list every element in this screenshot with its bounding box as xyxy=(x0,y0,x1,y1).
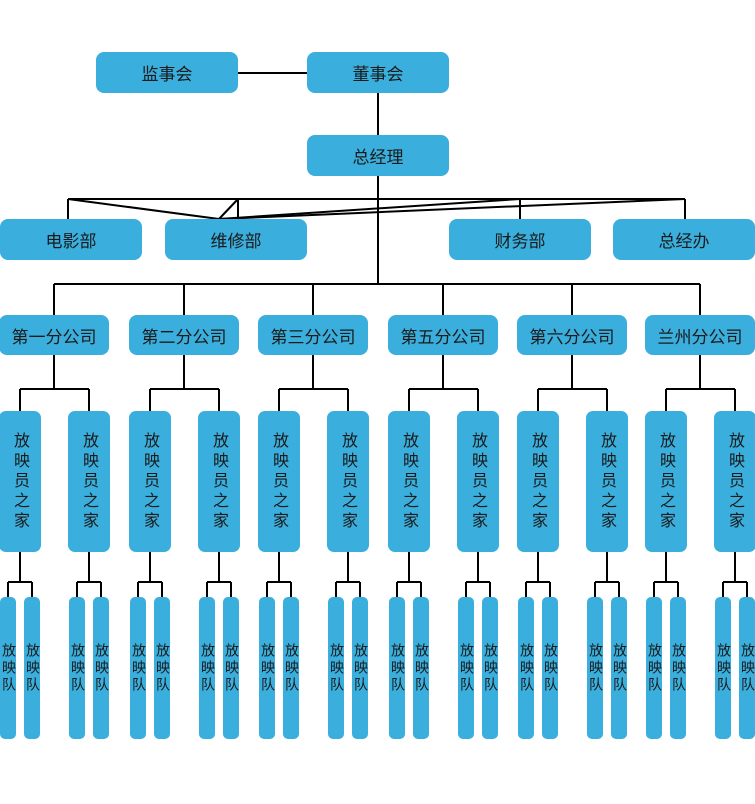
projectionist-home-box: 放映员之家 xyxy=(327,411,369,552)
projectionist-home-box: 放映员之家 xyxy=(388,411,430,552)
connector-line xyxy=(218,198,686,220)
general-manager-box: 总经理 xyxy=(307,135,449,176)
branch-box: 第六分公司 xyxy=(517,315,627,355)
projection-team-box: 放映队 xyxy=(93,597,109,739)
projectionist-home-box: 放映员之家 xyxy=(645,411,687,552)
projection-team-box: 放映队 xyxy=(283,597,299,739)
connector-line xyxy=(218,198,239,220)
projection-team-box: 放映队 xyxy=(24,597,40,739)
projection-team-box: 放映队 xyxy=(518,597,534,739)
projectionist-home-box: 放映员之家 xyxy=(198,411,240,552)
branch-box: 第五分公司 xyxy=(388,315,498,355)
projectionist-home-box: 放映员之家 xyxy=(68,411,110,552)
projection-team-box: 放映队 xyxy=(458,597,474,739)
projectionist-home-box: 放映员之家 xyxy=(586,411,628,552)
projection-team-box: 放映队 xyxy=(715,597,731,739)
department-box-maintenance: 维修部 xyxy=(165,219,307,260)
branch-box: 第一分公司 xyxy=(0,315,109,355)
projection-team-box: 放映队 xyxy=(739,597,755,739)
department-box-film: 电影部 xyxy=(0,219,142,260)
projection-team-box: 放映队 xyxy=(199,597,215,739)
branch-box: 第三分公司 xyxy=(258,315,368,355)
connector-line xyxy=(67,198,220,220)
projection-team-box: 放映队 xyxy=(389,597,405,739)
projectionist-home-box: 放映员之家 xyxy=(129,411,171,552)
branch-box: 第二分公司 xyxy=(129,315,239,355)
projectionist-home-box: 放映员之家 xyxy=(714,411,755,552)
projectionist-home-box: 放映员之家 xyxy=(258,411,300,552)
branch-box: 兰州分公司 xyxy=(645,315,755,355)
projectionist-home-box: 放映员之家 xyxy=(517,411,559,552)
connector-line xyxy=(218,198,521,220)
projection-team-box: 放映队 xyxy=(587,597,603,739)
projection-team-box: 放映队 xyxy=(352,597,368,739)
projection-team-box: 放映队 xyxy=(670,597,686,739)
projection-team-box: 放映队 xyxy=(482,597,498,739)
projection-team-box: 放映队 xyxy=(542,597,558,739)
projection-team-box: 放映队 xyxy=(154,597,170,739)
projection-team-box: 放映队 xyxy=(130,597,146,739)
supervisory-board-box: 监事会 xyxy=(96,52,238,93)
department-box-finance: 财务部 xyxy=(449,219,591,260)
projection-team-box: 放映队 xyxy=(0,597,16,739)
department-box-general-office: 总经办 xyxy=(613,219,755,260)
projectionist-home-box: 放映员之家 xyxy=(457,411,499,552)
board-of-directors-box: 董事会 xyxy=(307,52,449,93)
projection-team-box: 放映队 xyxy=(69,597,85,739)
projection-team-box: 放映队 xyxy=(646,597,662,739)
projection-team-box: 放映队 xyxy=(611,597,627,739)
projectionist-home-box: 放映员之家 xyxy=(0,411,41,552)
projection-team-box: 放映队 xyxy=(413,597,429,739)
projection-team-box: 放映队 xyxy=(223,597,239,739)
projection-team-box: 放映队 xyxy=(259,597,275,739)
projection-team-box: 放映队 xyxy=(328,597,344,739)
